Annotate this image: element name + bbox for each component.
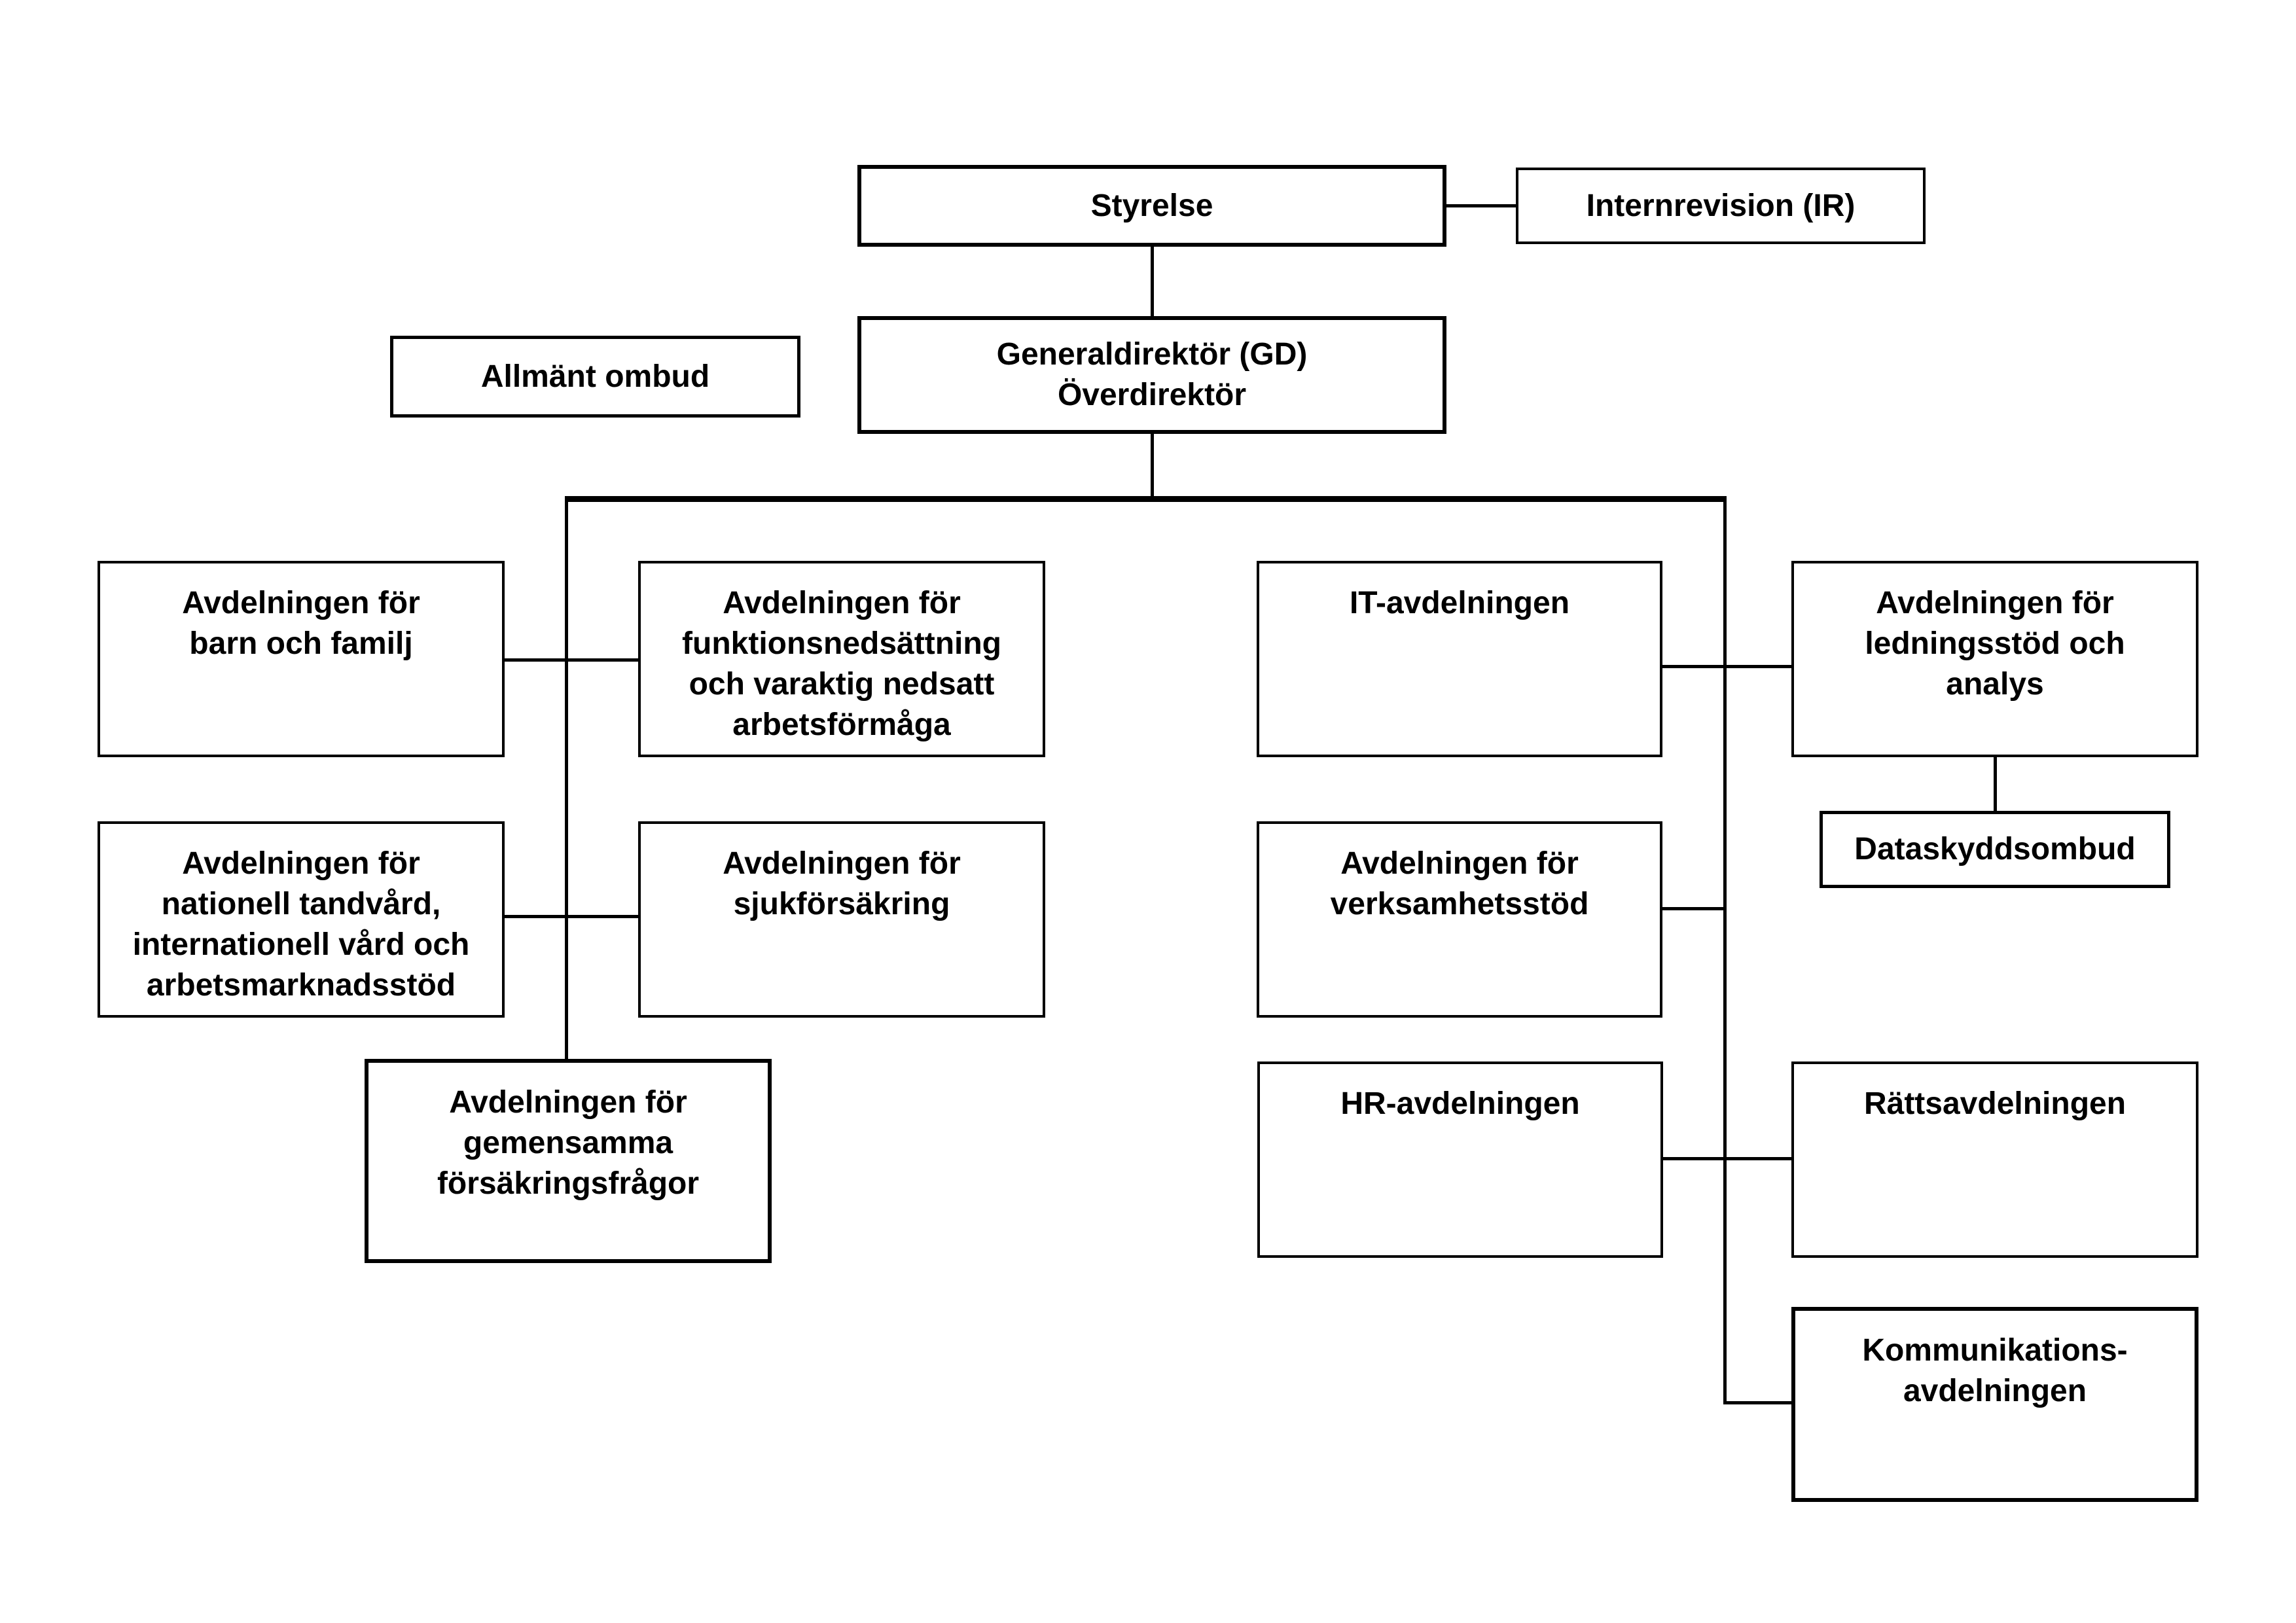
connector-main-bus — [565, 496, 1727, 502]
org-box-nationell-tandvard: Avdelningen för nationell tandvård, inte… — [98, 821, 505, 1018]
connector-hr-rattsavdelningen — [1663, 1157, 1791, 1160]
org-box-kommunikationsavdelningen: Kommunikations- avdelningen — [1791, 1307, 2198, 1502]
org-box-gemensamma-forsakringsfragor: Avdelningen för gemensamma försäkringsfr… — [365, 1059, 772, 1263]
connector-trunk-kommunikation — [1723, 1401, 1791, 1404]
connector-styrelse-generaldirektor — [1151, 247, 1154, 316]
connector-generaldirektor-bus — [1151, 434, 1154, 496]
org-box-funktionsnedsattning: Avdelningen för funktionsnedsättning och… — [638, 561, 1045, 757]
org-box-generaldirektor: Generaldirektör (GD) Överdirektör — [857, 316, 1446, 434]
connector-right-trunk — [1723, 502, 1727, 1404]
org-box-hr-avdelningen: HR-avdelningen — [1257, 1061, 1663, 1258]
connector-left-trunk — [565, 502, 568, 1059]
org-box-sjukforsakring: Avdelningen för sjukförsäkring — [638, 821, 1045, 1018]
org-box-dataskyddsombud: Dataskyddsombud — [1820, 811, 2170, 888]
connector-it-ledningsstod — [1662, 665, 1791, 668]
connector-tandvard-sjukforsakring — [505, 915, 638, 918]
org-box-verksamhetsstod: Avdelningen för verksamhetsstöd — [1257, 821, 1662, 1018]
org-box-styrelse: Styrelse — [857, 165, 1446, 247]
org-box-allmant-ombud: Allmänt ombud — [390, 336, 800, 418]
org-box-rattsavdelningen: Rättsavdelningen — [1791, 1061, 2198, 1258]
org-box-it-avdelningen: IT-avdelningen — [1257, 561, 1662, 757]
connector-verksamhetsstod-trunk — [1662, 907, 1727, 910]
org-box-internrevision: Internrevision (IR) — [1516, 168, 1926, 244]
org-box-ledningsstod-och-analys: Avdelningen för ledningsstöd och analys — [1791, 561, 2198, 757]
connector-styrelse-internrevision — [1446, 204, 1516, 207]
connector-barn-funktionsnedsattning — [505, 658, 638, 662]
connector-ledningsstod-dataskyddsombud — [1994, 757, 1997, 811]
org-box-barn-och-familj: Avdelningen för barn och familj — [98, 561, 505, 757]
